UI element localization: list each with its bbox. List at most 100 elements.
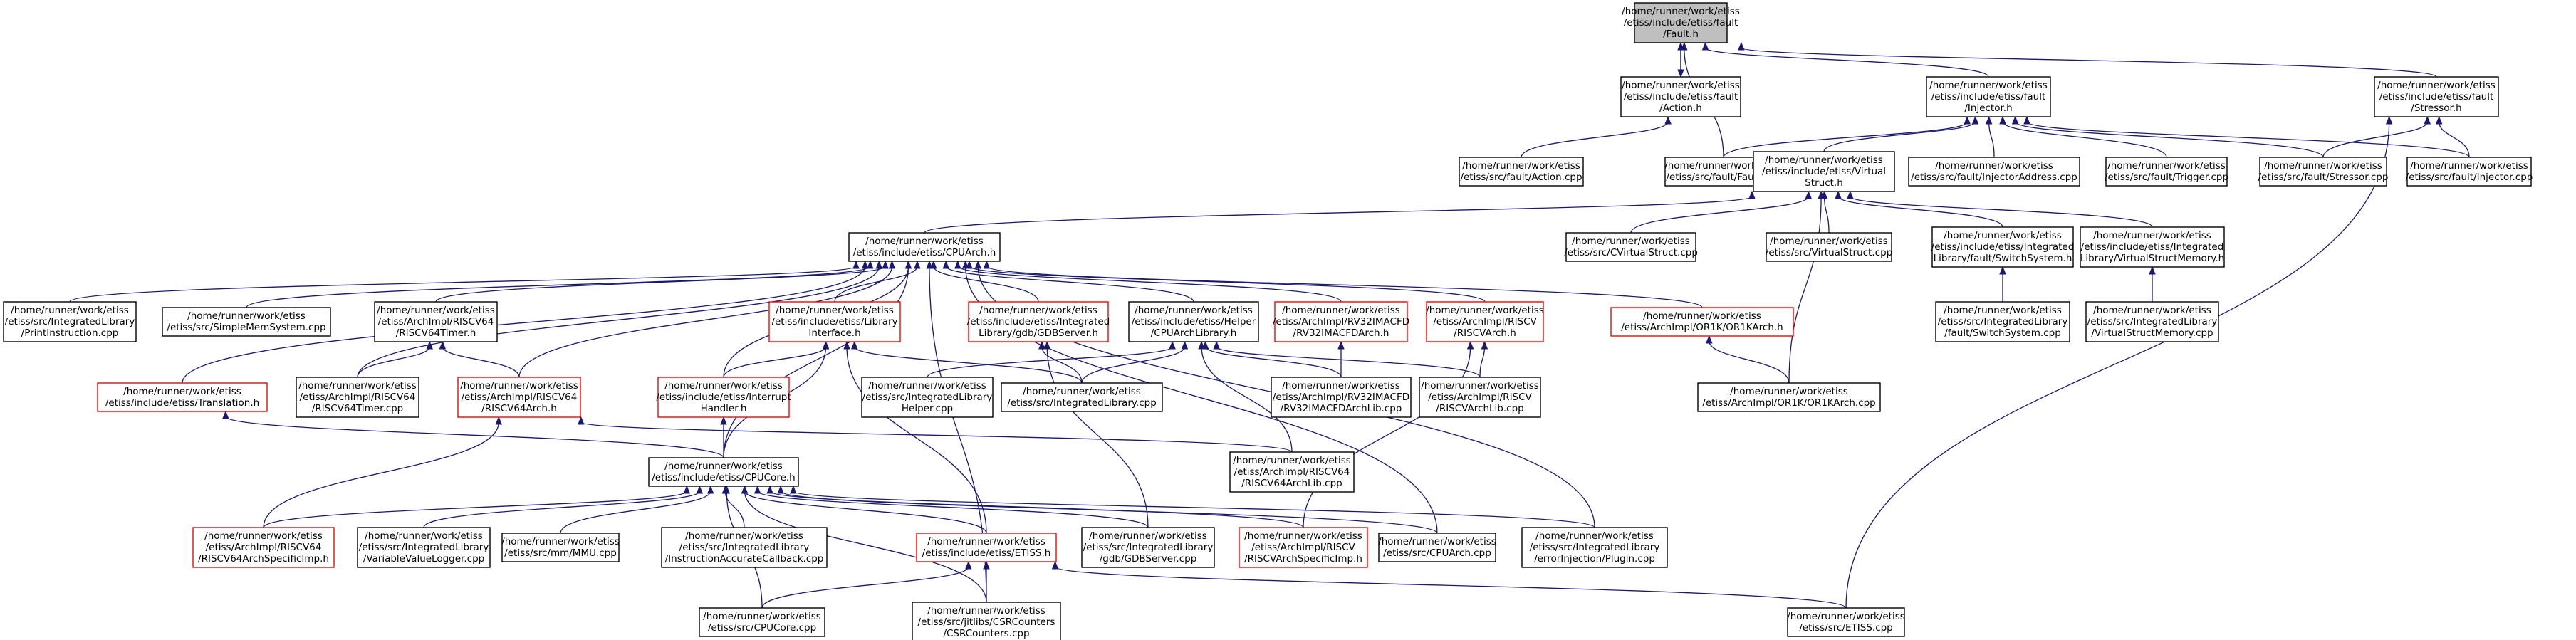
node-box[interactable]: [2105, 157, 2228, 187]
node-box[interactable]: [3, 301, 137, 342]
node-switchsystem-h[interactable]: /home/runner/work/etiss/etiss/include/et…: [1931, 226, 2075, 268]
node-box[interactable]: [1459, 157, 1584, 187]
node-box[interactable]: [1935, 301, 2070, 342]
node-cpuarchlibrary-h[interactable]: /home/runner/work/etiss/etiss/include/et…: [1128, 301, 1259, 342]
node-trigger-cpp[interactable]: /home/runner/work/etiss/etiss/src/fault/…: [2105, 157, 2228, 187]
node-box[interactable]: [192, 527, 335, 568]
node-box[interactable]: [2085, 301, 2219, 342]
node-box[interactable]: [848, 232, 1001, 262]
node-box[interactable]: [162, 307, 331, 337]
node-or1karch-cpp[interactable]: /home/runner/work/etiss/etiss/ArchImpl/O…: [1697, 382, 1881, 412]
node-virtualstruct-h[interactable]: /home/runner/work/etiss/etiss/include/et…: [1753, 151, 1895, 192]
node-stressor-cpp[interactable]: /home/runner/work/etiss/etiss/src/fault/…: [2258, 157, 2389, 187]
node-box[interactable]: [1620, 76, 1741, 117]
node-stressor-h[interactable]: /home/runner/work/etiss/etiss/include/et…: [2374, 76, 2499, 117]
node-risc64timer-cpp[interactable]: /home/runner/work/etiss/etiss/ArchImpl/R…: [296, 377, 419, 418]
node-or1karch-h[interactable]: /home/runner/work/etiss/etiss/ArchImpl/O…: [1610, 307, 1794, 337]
node-csrcounters-cpp[interactable]: /home/runner/work/etiss/etiss/src/jitlib…: [912, 602, 1061, 640]
node-errorinjection-cpp[interactable]: /home/runner/work/etiss/etiss/src/Integr…: [1521, 527, 1668, 568]
node-box[interactable]: [657, 377, 790, 418]
node-box[interactable]: [1229, 451, 1355, 493]
node-gdbserver-cpp[interactable]: /home/runner/work/etiss/etiss/src/Integr…: [1081, 527, 1215, 568]
node-gdbserver-h[interactable]: /home/runner/work/etiss/etiss/include/et…: [967, 301, 1110, 342]
node-box[interactable]: [916, 533, 1057, 562]
node-box[interactable]: [1274, 301, 1408, 342]
node-integratedlibrary-cpp[interactable]: /home/runner/work/etiss/etiss/src/Integr…: [1001, 382, 1163, 412]
node-libraryinterface-h[interactable]: /home/runner/work/etiss/etiss/include/et…: [768, 301, 901, 342]
node-injector-h[interactable]: /home/runner/work/etiss/etiss/include/et…: [1926, 76, 2051, 117]
node-box[interactable]: [1426, 301, 1544, 342]
node-box[interactable]: [661, 527, 828, 568]
node-box[interactable]: [1926, 76, 2051, 117]
node-fault-h[interactable]: /home/runner/work/etiss/etiss/include/et…: [1622, 2, 1740, 43]
node-box[interactable]: [1931, 226, 2074, 268]
node-box[interactable]: [1239, 527, 1368, 568]
node-instructionaccuratecallback-cpp[interactable]: /home/runner/work/etiss/etiss/src/Integr…: [661, 527, 828, 568]
node-rv32imacfdarch-h[interactable]: /home/runner/work/etiss/etiss/ArchImpl/R…: [1273, 301, 1409, 342]
node-box[interactable]: [1908, 157, 2080, 187]
node-injectoraddress-cpp[interactable]: /home/runner/work/etiss/etiss/src/fault/…: [1908, 157, 2080, 187]
node-box[interactable]: [2259, 157, 2387, 187]
node-riscvarchspecificimp-h[interactable]: /home/runner/work/etiss/etiss/ArchImpl/R…: [1239, 527, 1368, 568]
node-switchsystem-cpp[interactable]: /home/runner/work/etiss/etiss/src/Integr…: [1935, 301, 2070, 342]
node-box[interactable]: [2080, 226, 2225, 268]
node-box[interactable]: [1697, 382, 1881, 412]
node-box[interactable]: [1001, 382, 1163, 412]
node-box[interactable]: [97, 382, 268, 412]
node-cpucore-h[interactable]: /home/runner/work/etiss/etiss/include/et…: [648, 457, 799, 487]
node-action-h[interactable]: /home/runner/work/etiss/etiss/include/et…: [1620, 76, 1741, 117]
node-box[interactable]: [1081, 527, 1215, 568]
node-risc64timer-h[interactable]: /home/runner/work/etiss/etiss/ArchImpl/R…: [374, 301, 498, 342]
node-printinstruction-cpp[interactable]: /home/runner/work/etiss/etiss/src/Integr…: [3, 301, 137, 342]
node-virtualstructmemory-cpp[interactable]: /home/runner/work/etiss/etiss/src/Integr…: [2085, 301, 2219, 342]
node-box[interactable]: [1753, 151, 1895, 192]
node-box[interactable]: [1565, 232, 1696, 262]
node-box[interactable]: [2374, 76, 2499, 117]
node-box[interactable]: [699, 607, 825, 637]
node-cpuarch-cpp[interactable]: /home/runner/work/etiss/etiss/src/CPUArc…: [1378, 533, 1496, 562]
node-box[interactable]: [457, 377, 581, 418]
node-cpucore-cpp[interactable]: /home/runner/work/etiss/etiss/src/CPUCor…: [699, 607, 825, 637]
node-box[interactable]: [1419, 377, 1541, 418]
node-injector-cpp[interactable]: /home/runner/work/etiss/etiss/src/fault/…: [2406, 157, 2533, 187]
node-action-cpp[interactable]: /home/runner/work/etiss/etiss/src/fault/…: [1459, 157, 1584, 187]
node-box[interactable]: [1271, 377, 1412, 418]
node-label-line: /home/runner/work/etiss: [501, 536, 620, 547]
node-box[interactable]: [1787, 607, 1905, 637]
node-box[interactable]: [2406, 157, 2532, 187]
node-riscvarchlib-cpp[interactable]: /home/runner/work/etiss/etiss/ArchImpl/R…: [1419, 377, 1541, 418]
node-cpuarch-h[interactable]: /home/runner/work/etiss/etiss/include/et…: [848, 232, 1001, 262]
node-box[interactable]: [1634, 2, 1728, 43]
node-risc64arch-h[interactable]: /home/runner/work/etiss/etiss/ArchImpl/R…: [457, 377, 581, 418]
node-helper-cpp[interactable]: /home/runner/work/etiss/etiss/src/Integr…: [861, 377, 994, 418]
node-box[interactable]: [1378, 533, 1496, 562]
node-box[interactable]: [1521, 527, 1668, 568]
node-virtualstructmemory-h[interactable]: /home/runner/work/etiss/etiss/include/et…: [2080, 226, 2225, 268]
node-box[interactable]: [374, 301, 498, 342]
node-risc64archspecificimp-h[interactable]: /home/runner/work/etiss/etiss/ArchImpl/R…: [192, 527, 335, 568]
node-variablevaluelogger-cpp[interactable]: /home/runner/work/etiss/etiss/src/Integr…: [357, 527, 491, 568]
node-box[interactable]: [861, 377, 994, 418]
node-box[interactable]: [1610, 307, 1794, 337]
node-etiss-cpp[interactable]: /home/runner/work/etiss/etiss/src/ETISS.…: [1787, 607, 1905, 637]
node-cvirtualstruct-cpp[interactable]: /home/runner/work/etiss/etiss/src/CVirtu…: [1564, 232, 1698, 262]
node-box[interactable]: [1128, 301, 1259, 342]
edge-arrowhead: [777, 485, 784, 494]
node-interrupthandler-h[interactable]: /home/runner/work/etiss/etiss/include/et…: [656, 377, 791, 418]
node-simplememsystem-cpp[interactable]: /home/runner/work/etiss/etiss/src/Simple…: [162, 307, 331, 337]
node-mmu-cpp[interactable]: /home/runner/work/etiss/etiss/src/mm/MMU…: [501, 533, 620, 562]
node-box[interactable]: [912, 602, 1061, 640]
node-box[interactable]: [1766, 232, 1892, 262]
node-box[interactable]: [357, 527, 491, 568]
node-translation-h[interactable]: /home/runner/work/etiss/etiss/include/et…: [97, 382, 268, 412]
node-etiss-h[interactable]: /home/runner/work/etiss/etiss/include/et…: [916, 533, 1057, 562]
node-box[interactable]: [648, 457, 799, 487]
node-box[interactable]: [768, 301, 901, 342]
node-riscvarch-h[interactable]: /home/runner/work/etiss/etiss/ArchImpl/R…: [1426, 301, 1544, 342]
node-virtualstruct-cpp[interactable]: /home/runner/work/etiss/etiss/src/Virtua…: [1766, 232, 1892, 262]
node-rv32imacfdarchlib-cpp[interactable]: /home/runner/work/etiss/etiss/ArchImpl/R…: [1271, 377, 1412, 418]
node-risc64archlib-cpp[interactable]: /home/runner/work/etiss/etiss/ArchImpl/R…: [1229, 451, 1355, 493]
node-box[interactable]: [296, 377, 419, 418]
node-box[interactable]: [968, 301, 1109, 342]
node-box[interactable]: [501, 533, 620, 562]
